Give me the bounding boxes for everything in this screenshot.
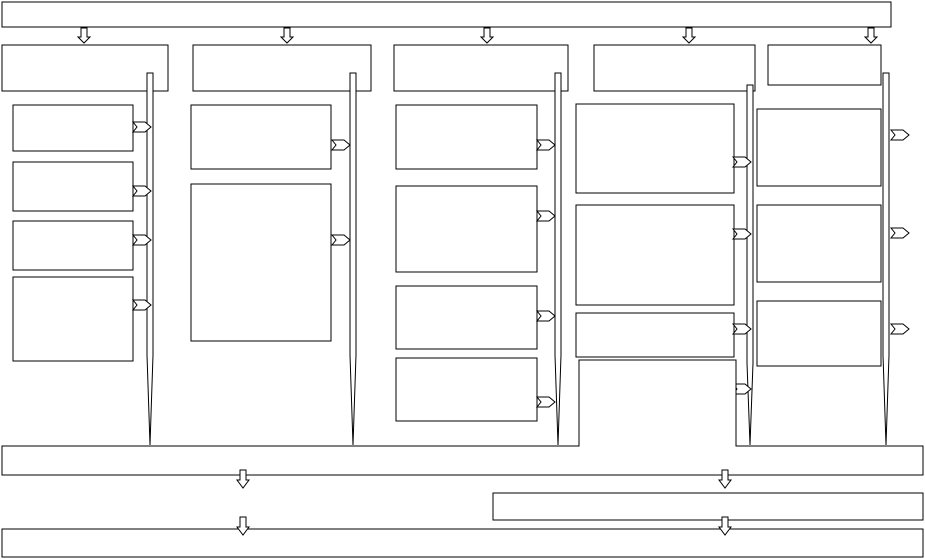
down-arrow-icon (236, 469, 250, 489)
column-4-item (575, 204, 735, 306)
down-arrow-icon (479, 27, 495, 44)
column-1-header (1, 44, 169, 92)
column-3-item (395, 285, 538, 350)
vertical-flow-arrow-icon (349, 72, 357, 446)
chevron-right-icon (535, 310, 556, 322)
column-3-header (393, 44, 569, 92)
column-5-header (767, 44, 882, 86)
right-panel (492, 492, 924, 521)
footer-bar (1, 528, 924, 558)
vertical-flow-arrow-icon (746, 84, 754, 446)
column-1-item (12, 104, 134, 152)
column-1-item (12, 161, 134, 212)
chevron-right-icon (731, 228, 752, 240)
vertical-flow-arrow-icon (882, 72, 890, 446)
chevron-right-icon (131, 121, 152, 133)
chevron-right-icon (889, 129, 910, 141)
down-arrow-icon (76, 27, 92, 44)
chevron-right-icon (889, 323, 910, 335)
chevron-right-icon (131, 234, 152, 246)
down-arrow-icon (718, 469, 732, 489)
vertical-flow-arrow-icon (554, 72, 562, 446)
column-1-item (12, 276, 134, 362)
chevron-right-icon (889, 227, 910, 239)
top-box (1, 1, 892, 28)
column-3-item (395, 104, 538, 170)
chevron-right-icon (535, 396, 556, 408)
down-arrow-icon (236, 516, 250, 536)
column-2-header (192, 44, 372, 92)
down-arrow-icon (279, 27, 295, 44)
column-4-header (593, 44, 756, 92)
column-2-item (190, 104, 332, 170)
chevron-right-icon (535, 210, 556, 222)
column-5-item (756, 300, 882, 367)
chevron-right-icon (131, 185, 152, 197)
bottom-bar (1, 359, 924, 476)
down-arrow-icon (681, 27, 697, 44)
column-5-item (756, 108, 882, 187)
down-arrow-icon (718, 516, 732, 536)
chevron-right-icon (731, 323, 752, 335)
down-arrow-icon (863, 27, 879, 44)
column-4-item (575, 312, 735, 358)
column-4-item (575, 103, 735, 194)
column-3-item (395, 357, 538, 422)
column-5-item (756, 204, 882, 283)
chevron-right-icon (535, 139, 556, 151)
chevron-right-icon (131, 299, 152, 311)
column-3-item (395, 185, 538, 273)
chevron-right-icon (330, 234, 351, 246)
column-1-item (12, 220, 134, 271)
chevron-right-icon (731, 156, 752, 168)
chevron-right-icon (731, 383, 752, 395)
column-2-item (190, 183, 332, 342)
chevron-right-icon (330, 139, 351, 151)
